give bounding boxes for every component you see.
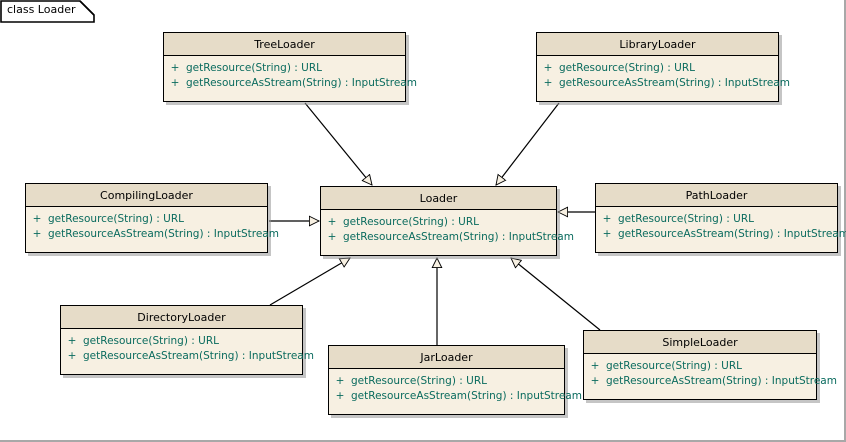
uml-operation-row: + getResource(String) : URL bbox=[596, 211, 837, 226]
visibility-marker: + bbox=[327, 230, 337, 243]
visibility-marker: + bbox=[590, 359, 600, 372]
uml-operations-directory-loader: + getResource(String) : URL + getResourceAs… bbox=[61, 329, 314, 367]
uml-class-name-tree-loader: TreeLoader bbox=[164, 33, 405, 56]
visibility-marker: + bbox=[32, 212, 42, 225]
uml-class-compiling-loader[interactable]: CompilingLoader + getResource(String) : UR… bbox=[25, 183, 279, 253]
operation-signature: getResource(String) : URL bbox=[83, 334, 219, 347]
operation-signature: getResourceAsStream(String) : InputStrea… bbox=[186, 76, 417, 89]
uml-class-library-loader[interactable]: LibraryLoader+getResource(String) : URL+… bbox=[536, 32, 790, 102]
uml-operation-row: + getResourceAsStream(String) : InputStre… bbox=[26, 226, 279, 241]
visibility-marker: + bbox=[602, 227, 612, 240]
uml-class-name-library-loader: LibraryLoader bbox=[537, 33, 778, 56]
uml-operations-simple-loader: + getResource(String) : URL + getResourceAs… bbox=[584, 354, 837, 392]
uml-operation-row: + getResource(String) : URL bbox=[537, 60, 778, 75]
operation-signature: getResource(String) : URL bbox=[606, 359, 742, 372]
visibility-marker: + bbox=[327, 215, 337, 228]
visibility-marker: + bbox=[67, 334, 77, 347]
uml-operation-row: + getResourceAsStream(String) : InputStre… bbox=[329, 388, 582, 403]
operation-signature: getResource(String) : URL bbox=[351, 374, 487, 387]
uml-operation-row: + getResourceAsStream(String) : InputStre… bbox=[584, 373, 837, 388]
uml-operation-row: + getResourceAsStream(String) : InputStre… bbox=[321, 229, 574, 244]
uml-operation-row: + getResource(String) : URL bbox=[329, 373, 564, 388]
uml-class-tree-loader[interactable]: TreeLoader + getResource(String) : URL + get… bbox=[163, 32, 417, 102]
visibility-marker: + bbox=[543, 76, 553, 89]
uml-class-loader[interactable]: Loader + getResource(String) : URL + getReso… bbox=[320, 186, 574, 256]
uml-operations-jar-loader: + getResource(String) : URL + getResourceAs… bbox=[329, 369, 582, 407]
operation-signature: getResource(String) : URL bbox=[618, 212, 754, 225]
operation-signature: getResource(String) : URL bbox=[559, 61, 695, 74]
uml-class-name-simple-loader: SimpleLoader bbox=[584, 331, 816, 354]
uml-operation-row: + getResourceAsStream(String) : InputStre… bbox=[164, 75, 417, 90]
generalization-library-loader bbox=[496, 102, 560, 185]
uml-class-name-compiling-loader: CompilingLoader bbox=[26, 184, 267, 207]
uml-class-name-path-loader: PathLoader bbox=[596, 184, 837, 207]
generalization-directory-loader bbox=[269, 258, 350, 306]
generalization-tree-loader bbox=[304, 102, 372, 185]
operation-signature: getResourceAsStream(String) : InputStrea… bbox=[606, 374, 837, 387]
uml-class-name-loader: Loader bbox=[321, 187, 556, 210]
operation-signature: getResourceAsStream(String) : InputStrea… bbox=[83, 349, 314, 362]
visibility-marker: + bbox=[170, 76, 180, 89]
operation-signature: getResource(String) : URL bbox=[48, 212, 184, 225]
uml-operations-library-loader: + getResource(String) : URL + getResourceAs… bbox=[537, 56, 790, 94]
visibility-marker: + bbox=[335, 374, 345, 387]
uml-operation-row: + getResource(String) : URL bbox=[26, 211, 267, 226]
generalization-simple-loader bbox=[511, 258, 601, 331]
uml-operations-path-loader: + getResource(String) : URL + getResourceAs… bbox=[596, 207, 846, 245]
visibility-marker: + bbox=[335, 389, 345, 402]
visibility-marker: + bbox=[543, 61, 553, 74]
uml-class-name-jar-loader: JarLoader bbox=[329, 346, 564, 369]
uml-operation-row: + getResourceAsStream(String) : InputStre… bbox=[61, 348, 314, 363]
visibility-marker: + bbox=[170, 61, 180, 74]
diagram-title-tab: class Loader bbox=[0, 0, 96, 23]
operation-signature: getResourceAsStream(String) : InputStrea… bbox=[618, 227, 846, 240]
operation-signature: getResource(String) : URL bbox=[343, 215, 479, 228]
uml-operation-row: + getResource(String) : URL bbox=[321, 214, 556, 229]
uml-operations-loader: + getResource(String) : URL + getResourceAs… bbox=[321, 210, 574, 248]
uml-operation-row: + getResource(String) : URL bbox=[61, 333, 302, 348]
operation-signature: getResourceAsStream(String) : InputStrea… bbox=[343, 230, 574, 243]
uml-operation-row: + getResource(String) : URL bbox=[164, 60, 405, 75]
uml-operation-row: + getResourceAsStream(String) : InputStre… bbox=[537, 75, 790, 90]
uml-operation-row: + getResourceAsStream(String) : InputStre… bbox=[596, 226, 846, 241]
uml-class-jar-loader[interactable]: JarLoader + getResource(String) : URL + getR… bbox=[328, 345, 582, 415]
visibility-marker: + bbox=[590, 374, 600, 387]
uml-class-simple-loader[interactable]: SimpleLoader + getResource(String) : URL + g… bbox=[583, 330, 837, 400]
uml-class-directory-loader[interactable]: DirectoryLoader + getResource(String) : UR… bbox=[60, 305, 314, 375]
operation-signature: getResourceAsStream(String) : InputStrea… bbox=[559, 76, 790, 89]
title-tab-shape bbox=[0, 0, 95, 23]
uml-class-path-loader[interactable]: PathLoader + getResource(String) : URL + get… bbox=[595, 183, 846, 253]
visibility-marker: + bbox=[67, 349, 77, 362]
operation-signature: getResource(String) : URL bbox=[186, 61, 322, 74]
visibility-marker: + bbox=[32, 227, 42, 240]
operation-signature: getResourceAsStream(String) : InputStrea… bbox=[351, 389, 582, 402]
operation-signature: getResourceAsStream(String) : InputStrea… bbox=[48, 227, 279, 240]
uml-operations-compiling-loader: + getResource(String) : URL + getResourceAs… bbox=[26, 207, 279, 245]
uml-operations-tree-loader: + getResource(String) : URL + getResourceAs… bbox=[164, 56, 417, 94]
diagram-title-label: class Loader bbox=[7, 3, 76, 16]
uml-class-name-directory-loader: DirectoryLoader bbox=[61, 306, 302, 329]
uml-operation-row: + getResource(String) : URL bbox=[584, 358, 816, 373]
visibility-marker: + bbox=[602, 212, 612, 225]
